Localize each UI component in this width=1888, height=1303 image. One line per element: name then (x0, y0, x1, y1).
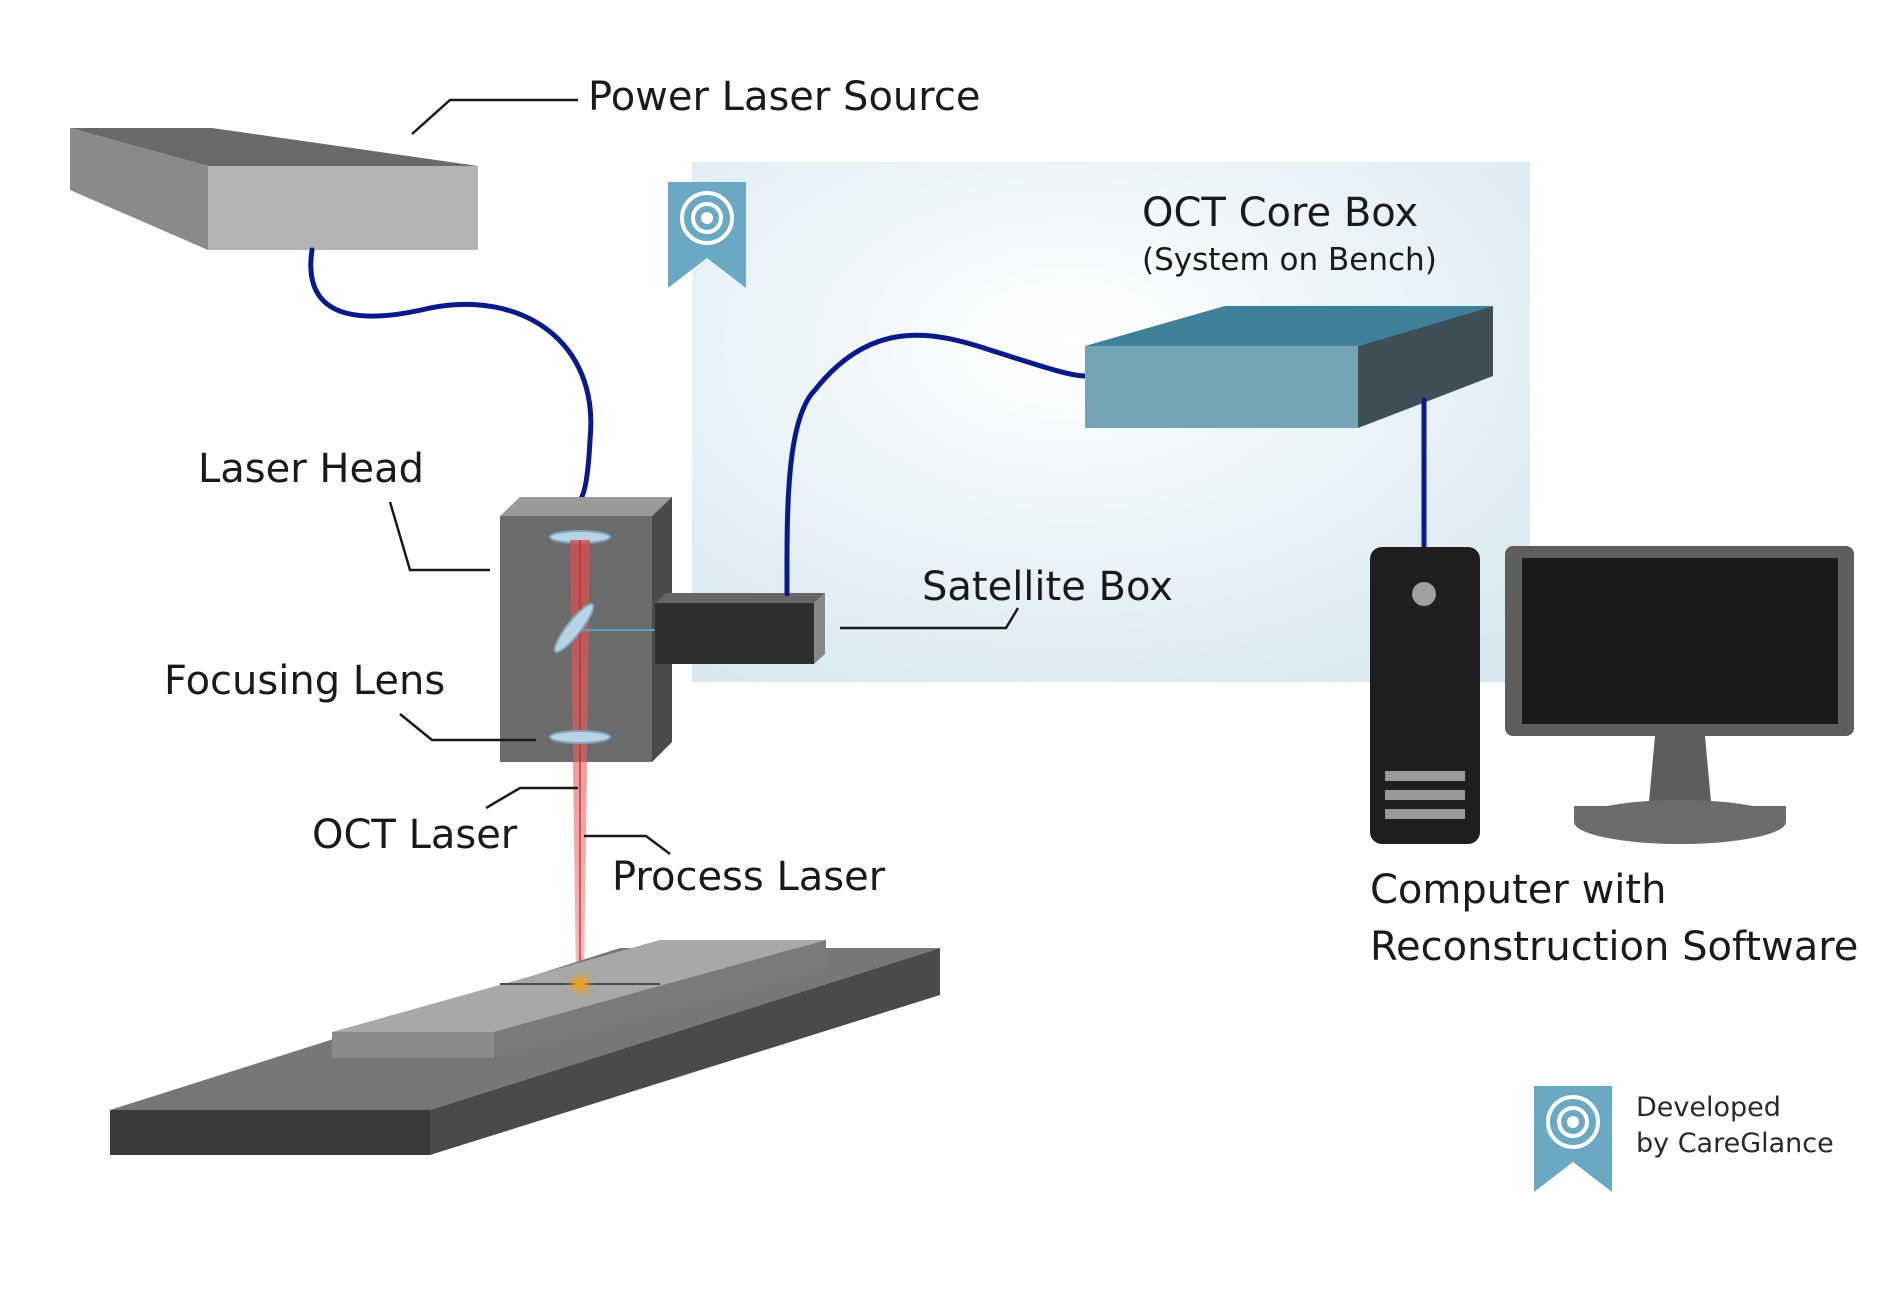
focusing-lens-element (549, 730, 611, 744)
label-computer-line2: Reconstruction Software (1370, 924, 1858, 970)
label-power-laser-source: Power Laser Source (588, 74, 980, 120)
careglance-badge-icon (668, 182, 746, 288)
leader-focusing-lens (399, 713, 536, 742)
label-oct-core-box: OCT Core Box (1142, 190, 1418, 236)
credit-badge-icon (1534, 1086, 1612, 1192)
label-laser-head: Laser Head (198, 446, 424, 492)
beam-splitter-mirror (553, 602, 595, 654)
leader-laser-head (388, 501, 490, 572)
label-satellite-box: Satellite Box (922, 564, 1173, 610)
credit-line2: by CareGlance (1636, 1128, 1834, 1159)
label-oct-laser: OCT Laser (312, 812, 518, 858)
label-computer-line1: Computer with (1370, 867, 1666, 913)
weld-spot-core (575, 979, 585, 989)
label-oct-core-box-sub: (System on Bench) (1142, 242, 1437, 278)
fiber-cable-power (308, 247, 594, 503)
leader-oct-laser (485, 786, 578, 810)
computer-monitor (1505, 546, 1854, 844)
satellite-box (655, 593, 825, 664)
leader-satellite-box (840, 607, 1020, 630)
fiber-cable-satellite (784, 332, 1088, 597)
leader-power-laser-source (411, 98, 578, 135)
power-laser-source-box (70, 128, 478, 250)
leader-process-laser (584, 834, 671, 855)
label-process-laser: Process Laser (612, 854, 886, 900)
credit-line1: Developed (1636, 1092, 1781, 1123)
oct-core-box (1085, 306, 1493, 428)
label-focusing-lens: Focusing Lens (164, 658, 445, 704)
computer-tower (1370, 547, 1480, 844)
